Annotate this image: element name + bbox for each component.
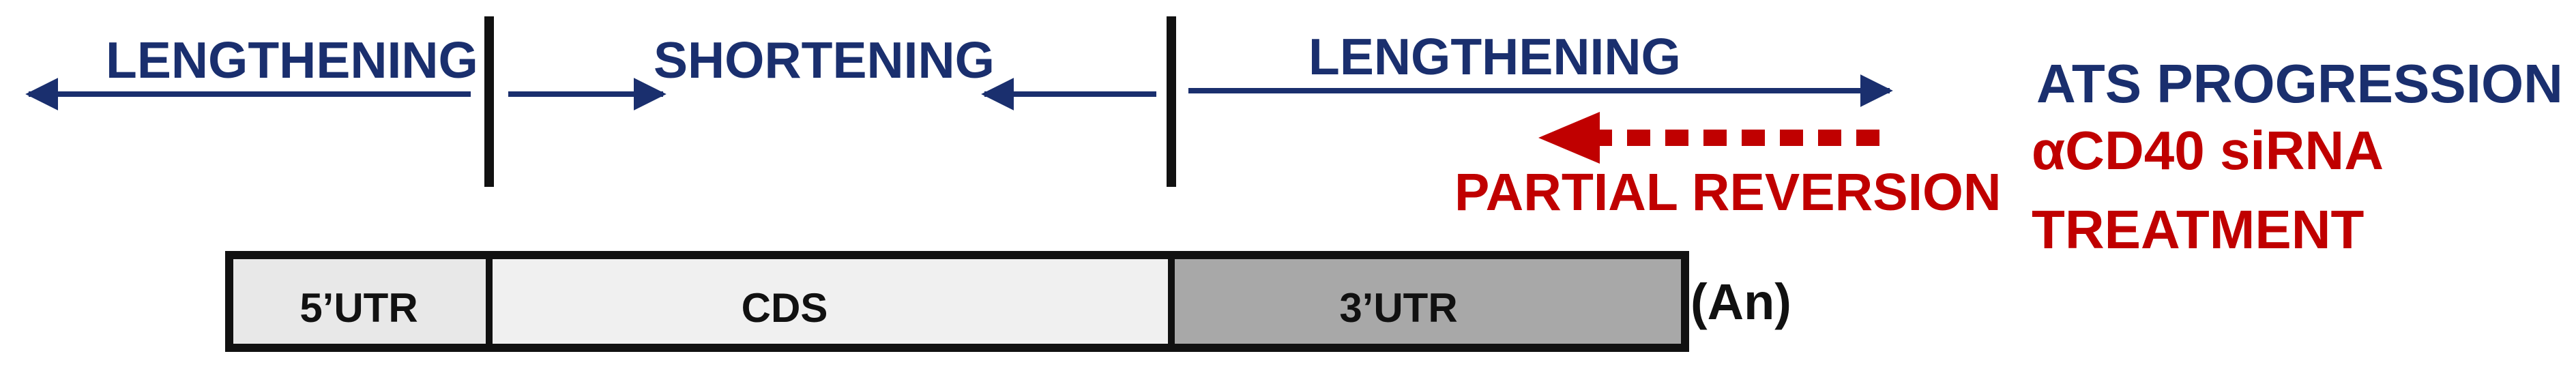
- label-treatment-line1: αCD40 siRNA: [2032, 120, 2384, 181]
- label-partial-reversion: PARTIAL REVERSION: [1454, 163, 2001, 222]
- segment-cds: [486, 252, 1175, 351]
- label-ats-progression: ATS PROGRESSION: [2036, 53, 2563, 114]
- arrow-partial-reversion-head: [1538, 112, 1600, 164]
- mrna-outline: [225, 251, 1689, 352]
- label-lengthening-right: LENGTHENING: [1308, 28, 1681, 85]
- polya-tail-label: (An): [1690, 273, 1791, 330]
- segment-3utr: [1168, 252, 1688, 351]
- label-treatment-line2: TREATMENT: [2032, 199, 2364, 260]
- segment-cds-label: CDS: [742, 285, 828, 331]
- label-lengthening-left: LENGTHENING: [106, 31, 478, 89]
- label-shortening: SHORTENING: [654, 31, 995, 89]
- segment-3utr-label: 3’UTR: [1339, 285, 1457, 331]
- segment-5utr-label: 5’UTR: [299, 285, 418, 331]
- mrna-schematic: 5’UTR CDS 3’UTR (An): [225, 251, 1791, 352]
